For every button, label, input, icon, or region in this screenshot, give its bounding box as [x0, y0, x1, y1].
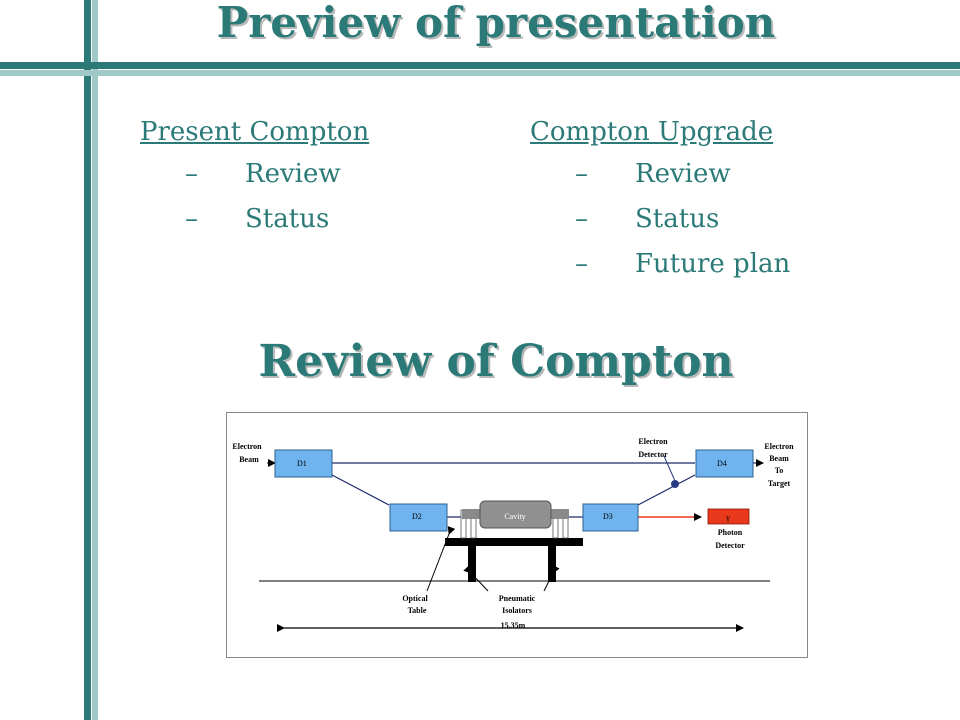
beam-to-target-label: Electron: [764, 442, 794, 451]
d4-label: D4: [717, 459, 727, 468]
bullet-dash: –: [185, 159, 198, 189]
compton-layout-diagram: Cavity D1 D2 D3 D4 γ Electron Beam Elect…: [226, 412, 808, 658]
d1-d2-line: [331, 474, 390, 506]
optical-table-label: Table: [408, 606, 427, 615]
cavity-mount-left: [462, 509, 482, 519]
d1-box: [274, 449, 333, 478]
optical-table-pointer: [426, 526, 456, 592]
list-item: – Review: [530, 152, 790, 197]
photon-detector-label: Detector: [715, 541, 745, 550]
photon-detector-label: Photon: [718, 528, 743, 537]
beam-to-target-label: Target: [768, 479, 791, 488]
cavity-box: [479, 500, 552, 529]
left-accent-bar-light: [92, 0, 98, 720]
d1-label: D1: [297, 459, 307, 468]
d3-label: D3: [603, 512, 613, 521]
compton-upgrade-column: Compton Upgrade – Review – Status – Futu…: [530, 112, 790, 287]
table-leg-right: [548, 546, 556, 582]
beam-to-target-label: To: [775, 466, 784, 475]
d4-box: [695, 449, 754, 478]
d3-d4-line: [637, 474, 696, 506]
d3-box: [582, 503, 639, 532]
present-compton-heading: Present Compton: [140, 117, 370, 147]
optical-table-top: [445, 538, 583, 546]
isolator-pointer-left: [463, 565, 489, 592]
electron-detector-label: Detector: [638, 450, 668, 459]
electron-beam-label: Electron: [232, 442, 262, 451]
list-item: – Status: [530, 197, 790, 242]
cavity-label: Cavity: [504, 512, 525, 521]
photon-detector-box: [707, 508, 750, 525]
d2-box: [389, 503, 448, 532]
electron-beam-label: Beam: [239, 455, 259, 464]
list-item: – Review: [140, 152, 369, 197]
diagram-canvas: Cavity D1 D2 D3 D4 γ Electron Beam Elect…: [232, 437, 794, 632]
list-item: – Future plan: [530, 242, 790, 287]
slide-title: Preview of presentation: [216, 0, 776, 47]
left-accent-bar: [84, 0, 91, 720]
compton-upgrade-heading: Compton Upgrade: [530, 117, 774, 147]
pneumatic-isolators-label: Pneumatic: [499, 594, 536, 603]
length-label: 15.35m: [501, 621, 526, 630]
isolator-pointer-right: [543, 564, 560, 592]
bullet-dash: –: [185, 204, 198, 234]
table-leg-left: [468, 546, 476, 582]
list-item: – Status: [140, 197, 369, 242]
title-underline-bar: [0, 62, 960, 69]
pneumatic-isolators-label: Isolators: [502, 606, 532, 615]
bullet-dash: –: [575, 204, 588, 234]
list-item-label: Status: [635, 204, 720, 234]
gamma-symbol: γ: [725, 513, 730, 522]
list-item-label: Status: [245, 204, 330, 234]
electron-detector-dot: [671, 480, 679, 488]
beam-to-target-label: Beam: [769, 454, 789, 463]
present-compton-column: Present Compton – Review – Status: [140, 112, 369, 242]
section-title: Review of Compton: [258, 336, 734, 387]
optical-table-label: Optical: [402, 594, 428, 603]
d2-label: D2: [412, 512, 422, 521]
title-underline-bar-light: [0, 70, 960, 76]
list-item-label: Review: [635, 159, 731, 189]
cavity-mount-right: [549, 509, 569, 519]
bullet-dash: –: [575, 159, 588, 189]
electron-detector-label: Electron: [638, 437, 668, 446]
bullet-dash: –: [575, 249, 588, 279]
detector-pointer-line: [663, 455, 676, 482]
list-item-label: Future plan: [635, 249, 791, 279]
list-item-label: Review: [245, 159, 341, 189]
